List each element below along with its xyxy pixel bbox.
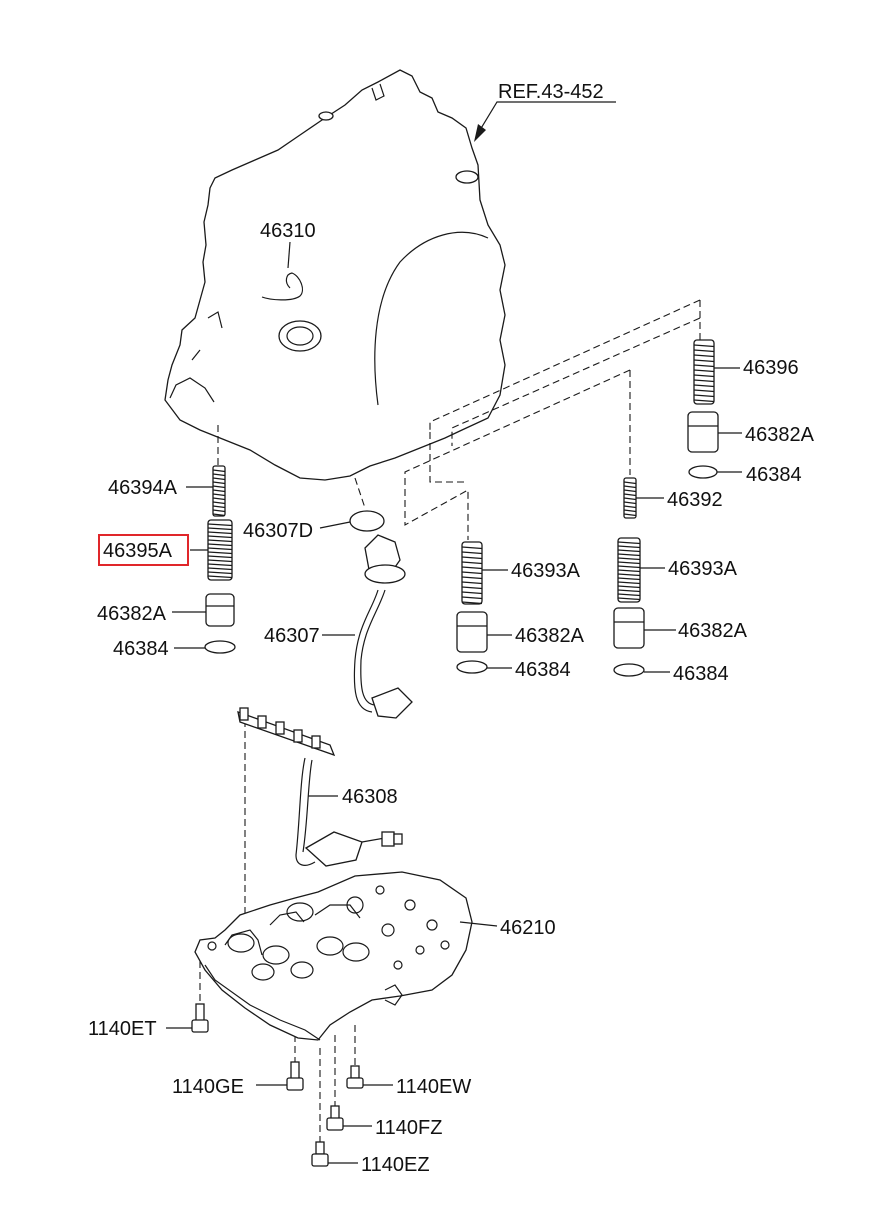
label-46382A-mid: 46382A <box>515 625 585 647</box>
oring-46384-left <box>204 640 236 654</box>
oring-46384-mid <box>456 660 488 674</box>
label-46308: 46308 <box>342 786 398 808</box>
bolt-1140ET <box>191 1003 209 1033</box>
label-1140FZ: 1140FZ <box>375 1117 442 1139</box>
label-1140GE: 1140GE <box>172 1076 244 1098</box>
label-46307D: 46307D <box>243 520 313 542</box>
label-1140EW: 1140EW <box>396 1076 471 1098</box>
right-valve-stack <box>613 477 645 677</box>
label-46393A-mid: 46393A <box>511 560 581 582</box>
highlight-box <box>98 534 189 566</box>
valve-body-46210 <box>194 871 473 1041</box>
transmission-case <box>164 69 506 481</box>
oring-46307D <box>349 510 385 532</box>
top-right-valve-stack <box>687 339 719 479</box>
part-labels: REF.43-452 46310 46396 46382A 46384 4639… <box>88 81 815 1176</box>
label-1140EZ: 1140EZ <box>361 1154 430 1176</box>
label-46384-left: 46384 <box>113 638 169 660</box>
leader-lines <box>166 101 742 1164</box>
piston-46382A-left <box>205 593 235 627</box>
label-46382A-top: 46382A <box>745 424 815 446</box>
label-46395A: 46395A <box>103 540 173 562</box>
mid-valve-stack <box>456 541 488 674</box>
bolt-1140GE <box>286 1061 304 1091</box>
label-46382A-right: 46382A <box>678 620 748 642</box>
label-46307: 46307 <box>264 625 320 647</box>
spring-46396 <box>693 339 715 405</box>
label-46384-top: 46384 <box>746 464 802 486</box>
label-46394A: 46394A <box>108 477 178 499</box>
harness-46307 <box>349 510 413 719</box>
label-46310: 46310 <box>260 220 316 242</box>
bolt-1140FZ <box>326 1105 344 1131</box>
oring-46384-top <box>688 465 718 479</box>
label-46396: 46396 <box>743 357 799 379</box>
oring-46384-right <box>613 663 645 677</box>
label-1140ET: 1140ET <box>88 1018 157 1040</box>
label-46382A-left: 46382A <box>97 603 167 625</box>
label-ref: REF.43-452 <box>498 81 604 103</box>
label-46392: 46392 <box>667 489 723 511</box>
label-46384-mid: 46384 <box>515 659 571 681</box>
harness-46308 <box>237 707 403 867</box>
label-46393A-right: 46393A <box>668 558 738 580</box>
label-46210: 46210 <box>500 917 556 939</box>
bolts <box>191 1003 364 1167</box>
left-valve-stack <box>204 465 236 654</box>
guide-lines <box>199 299 701 1145</box>
piston-46382A-right <box>613 607 645 649</box>
label-46384-right: 46384 <box>673 663 729 685</box>
piston-46382A-mid <box>456 611 488 653</box>
piston-46382A-top <box>687 411 719 453</box>
bolt-1140EW <box>346 1065 364 1089</box>
bolt-1140EZ <box>311 1141 329 1167</box>
